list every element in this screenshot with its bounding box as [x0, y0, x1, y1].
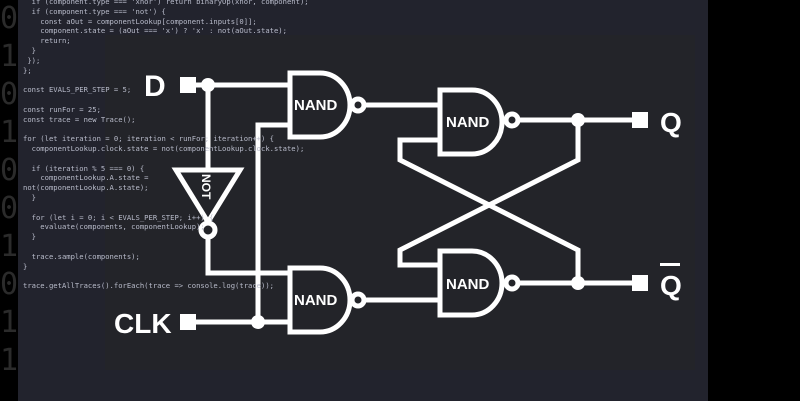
q-bar-overline [660, 263, 680, 266]
code-line: for (let i = 0; i < EVALS_PER_STEP; i++)… [23, 212, 214, 222]
code-line [23, 124, 309, 134]
inverter-bubble [198, 220, 218, 240]
junction-dot [251, 315, 265, 329]
code-line: const aOut = componentLookup[component.i… [23, 16, 257, 26]
code-line [23, 271, 309, 281]
nand-gate-top-right [437, 87, 505, 157]
junction-dot [201, 78, 215, 92]
code-line: } [23, 232, 36, 242]
d-input-terminal [180, 77, 196, 93]
code-text: if (component.type === 'xnor') return bi… [23, 0, 309, 291]
code-line: trace.sample(components); [23, 251, 140, 261]
code-line [23, 95, 309, 105]
q-bar-label: Q [660, 270, 682, 301]
nand-label: NAND [294, 292, 337, 309]
inverter-bubble [349, 291, 367, 309]
nand-label: NAND [294, 97, 337, 114]
not-gate [171, 167, 245, 227]
code-line: if (iteration % 5 === 0) { [23, 163, 145, 173]
background-binary-digits: 0 1 0 1 0 0 1 0 1 1 [0, 1, 18, 378]
code-line: const EVALS_PER_STEP = 5; [23, 85, 132, 95]
code-line: if (component.type === 'not') { [23, 6, 166, 16]
code-line [23, 154, 309, 164]
code-line: for (let iteration = 0; iteration < runF… [23, 134, 274, 144]
code-line: } [23, 192, 36, 202]
code-line: const trace = new Trace(); [23, 114, 136, 124]
inverter-bubble [349, 96, 367, 114]
nand-label: NAND [446, 114, 489, 131]
q-label: Q [660, 107, 682, 138]
junction-dot [571, 113, 585, 127]
code-line: component.state = (aOut === 'x') ? 'x' :… [23, 26, 287, 36]
code-line: componentLookup.A.state = not(componentL… [23, 173, 153, 193]
code-line: return; [23, 36, 71, 46]
nand-label: NAND [446, 276, 489, 293]
code-line: if (component.type === 'xnor') return bi… [23, 0, 309, 6]
code-line [23, 242, 309, 252]
code-line: }; [23, 65, 32, 75]
nand-gate-bottom-right [437, 248, 505, 318]
d-label: D [144, 70, 166, 103]
code-line: }); [23, 55, 41, 65]
code-line: } [23, 261, 28, 271]
not-label: NOT [199, 174, 213, 200]
code-line: evaluate(components, componentLookup); [23, 222, 205, 232]
inverter-bubble [503, 111, 521, 129]
code-line: const runFor = 25; [23, 104, 101, 114]
code-line [23, 75, 309, 85]
q-bar-output-terminal [632, 275, 648, 291]
code-line: componentLookup.clock.state = not(compon… [23, 143, 305, 153]
q-output-terminal [632, 112, 648, 128]
code-line [23, 203, 309, 213]
junction-dot [571, 276, 585, 290]
code-line: trace.getAllTraces().forEach(trace => co… [23, 281, 274, 291]
code-line: } [23, 45, 36, 55]
inverter-bubble [503, 274, 521, 292]
clk-label: CLK [114, 308, 172, 339]
clk-input-terminal [180, 314, 196, 330]
